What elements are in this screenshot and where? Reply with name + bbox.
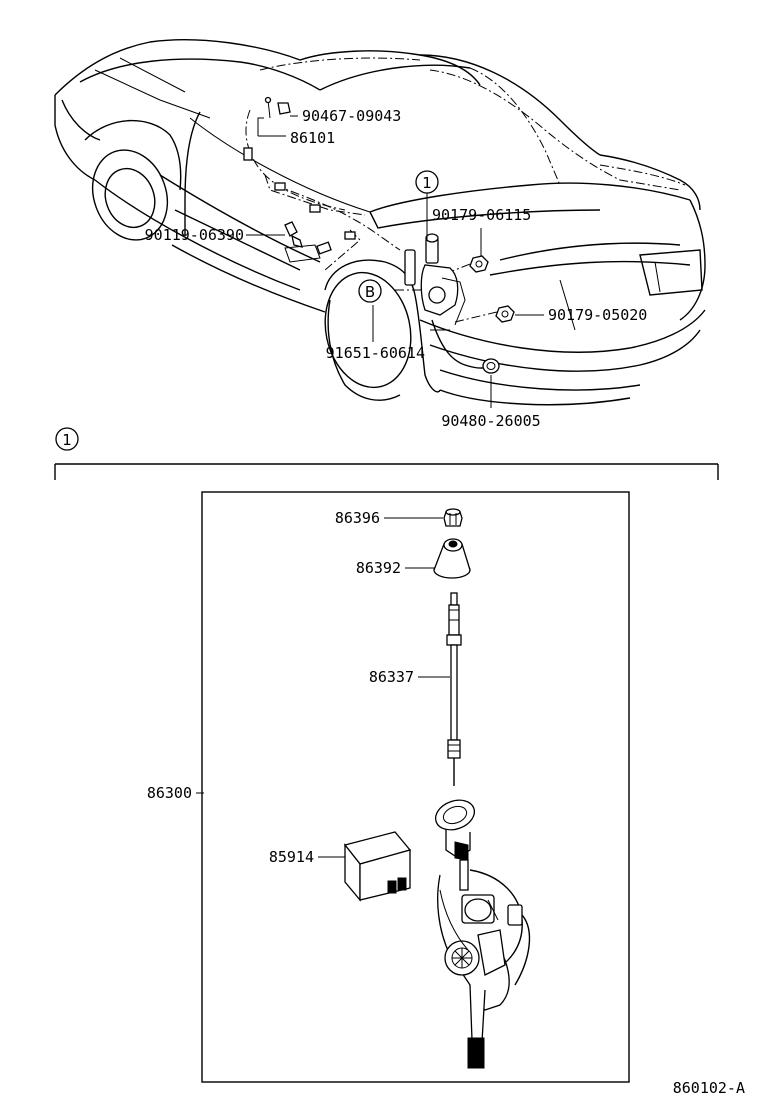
callout-1-top: 1 xyxy=(415,170,439,194)
label-86300: 86300 xyxy=(147,784,192,802)
label-86392: 86392 xyxy=(356,559,401,577)
label-86101: 86101 xyxy=(290,129,335,147)
label-86337: 86337 xyxy=(369,668,414,686)
label-90467-09043: 90467-09043 xyxy=(302,107,401,125)
leader-lines-upper xyxy=(246,115,544,408)
section-divider xyxy=(54,463,719,480)
antenna-motor-assembly xyxy=(434,799,531,1069)
svg-text:1: 1 xyxy=(62,431,72,449)
assembly-box xyxy=(201,491,630,1083)
part-86396-nut xyxy=(443,508,463,527)
label-85914: 85914 xyxy=(269,848,314,866)
part-86337-mast xyxy=(446,592,462,786)
label-86396: 86396 xyxy=(335,509,380,527)
label-91651-60614: 91651-60614 xyxy=(326,344,425,362)
part-86392-bezel xyxy=(433,538,471,579)
figure-code: 860102-A xyxy=(673,1079,745,1097)
label-90480-26005: 90480-26005 xyxy=(441,412,540,430)
svg-text:1: 1 xyxy=(422,174,432,192)
part-85914-relay xyxy=(343,831,412,902)
label-90119-06390: 90119-06390 xyxy=(145,226,244,244)
label-90179-05020: 90179-05020 xyxy=(548,306,647,324)
callout-b: B xyxy=(358,279,382,303)
label-90179-06115: 90179-06115 xyxy=(432,206,531,224)
callout-1-section: 1 xyxy=(55,427,79,451)
car-body-illustration xyxy=(54,39,706,406)
svg-text:B: B xyxy=(365,283,375,301)
